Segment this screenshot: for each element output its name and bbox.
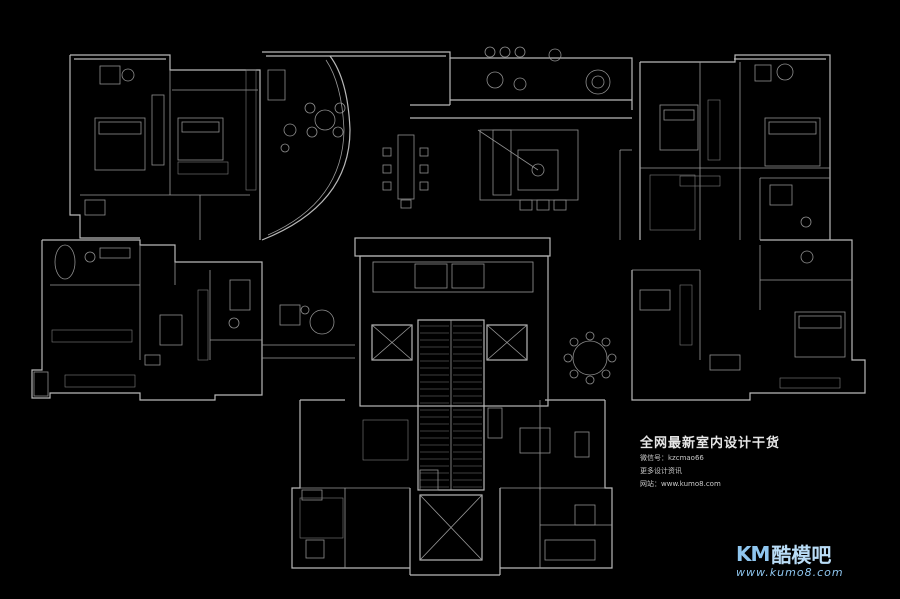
watermark-brand-name: 酷模吧 (771, 543, 832, 567)
stair-treads (420, 325, 482, 488)
kumo8-watermark: KM 酷模吧 www.kumo8.com (736, 539, 886, 580)
promo-line-info: 更多设计资讯 (640, 467, 682, 475)
curved-foyer (261, 55, 351, 241)
building-core (354, 237, 551, 561)
furniture (33, 46, 846, 561)
promo-headline: 全网最新室内设计干货 (640, 436, 781, 451)
interior-walls (50, 62, 852, 568)
watermark-logo-mark: KM (736, 541, 770, 566)
watermark-url: www.kumo8.com (736, 566, 844, 579)
promo-annotation: 全网最新室内设计干货 微信号：kzcmao66 更多设计资讯 网站：www.ku… (640, 432, 780, 490)
promo-line-website: 网站：www.kumo8.com (640, 480, 721, 488)
promo-line-wechat: 微信号：kzcmao66 (640, 454, 704, 462)
exterior-walls (31, 51, 866, 576)
